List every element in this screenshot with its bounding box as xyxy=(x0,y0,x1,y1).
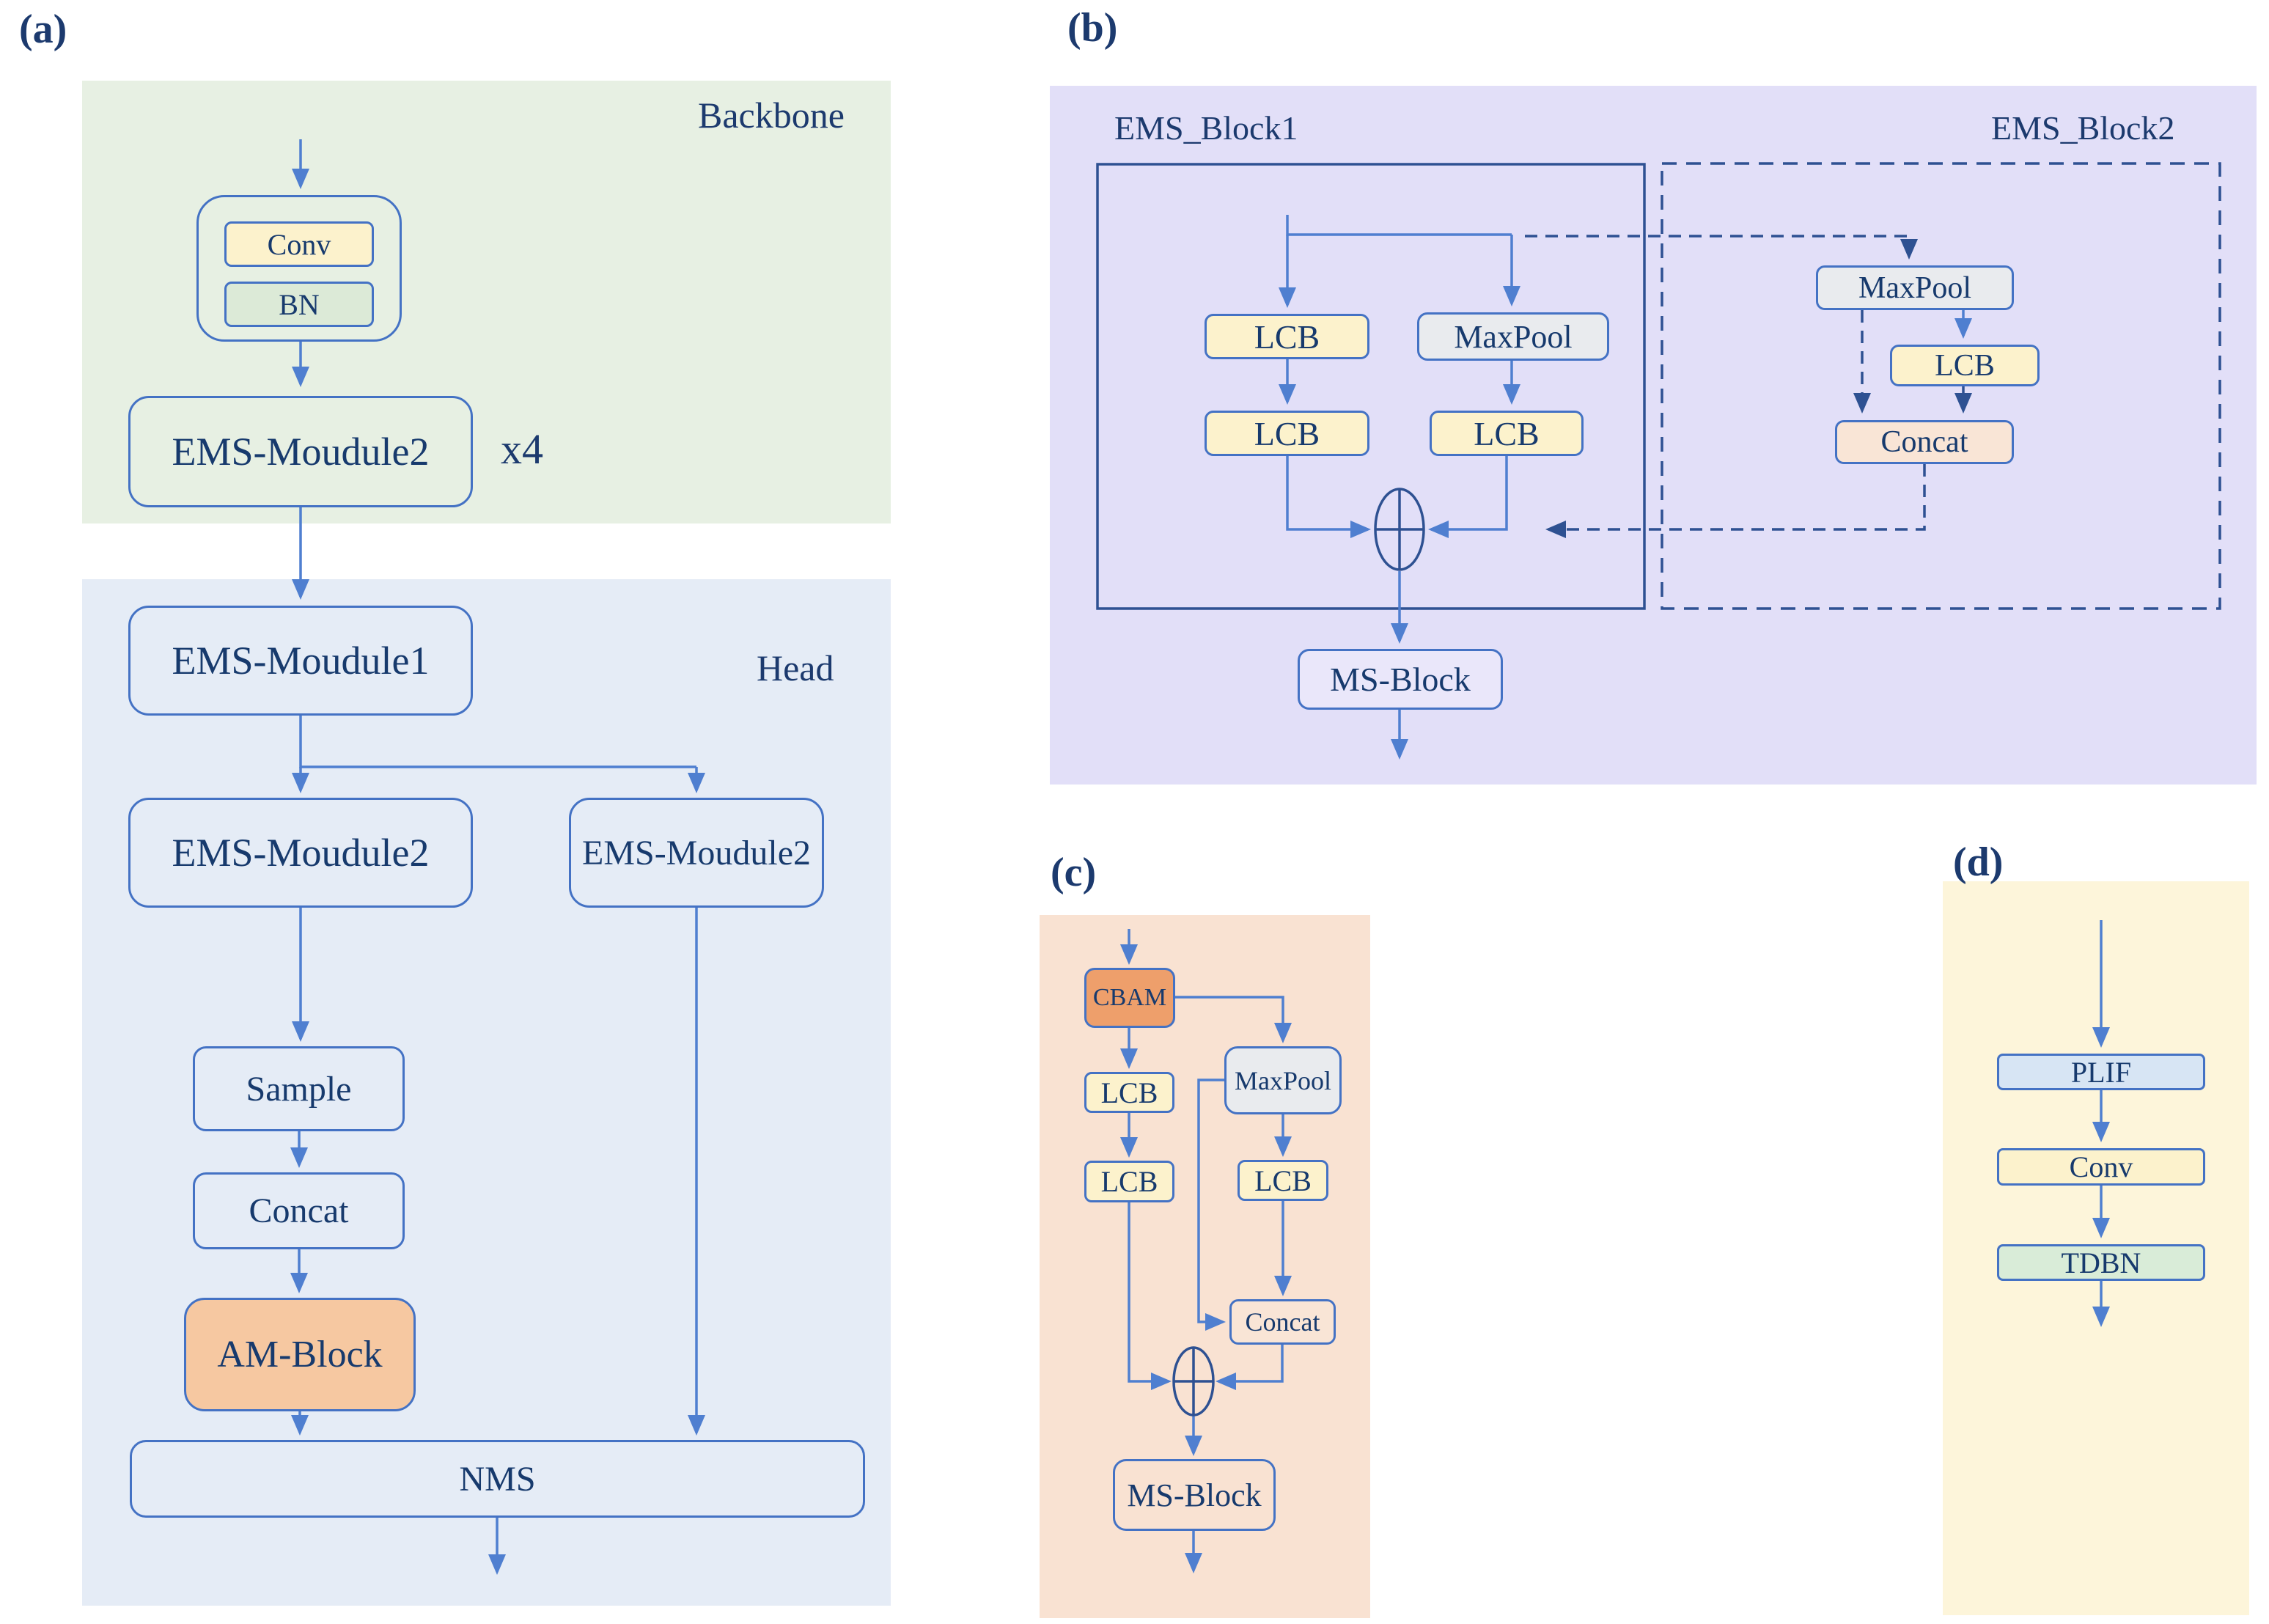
node-ems-module1: EMS-Moudule1 xyxy=(128,606,473,716)
node-b-lcb-left: LCB xyxy=(1205,411,1369,456)
node-concat-a: Concat xyxy=(193,1172,405,1249)
node-conv: Conv xyxy=(224,221,374,267)
node-c-ms-block: MS-Block xyxy=(1113,1459,1276,1531)
node-b2-concat: Concat xyxy=(1835,420,2014,464)
node-ems-module2-right: EMS-Moudule2 xyxy=(569,798,824,908)
panel-backbone xyxy=(82,81,891,523)
node-b-lcb-top: LCB xyxy=(1205,314,1369,359)
ems-block2-title: EMS_Block2 xyxy=(1991,109,2175,147)
node-c-cbam: CBAM xyxy=(1084,968,1175,1028)
node-b-ms-block: MS-Block xyxy=(1298,649,1503,710)
node-bn: BN xyxy=(224,282,374,327)
node-sample: Sample xyxy=(193,1046,405,1131)
head-title: Head xyxy=(757,647,834,688)
node-c-lcb2: LCB xyxy=(1084,1161,1174,1202)
node-am-block: AM-Block xyxy=(184,1298,416,1411)
node-b-maxpool: MaxPool xyxy=(1417,312,1609,361)
ems-block1-title: EMS_Block1 xyxy=(1114,109,1298,147)
node-c-lcb-right: LCB xyxy=(1238,1160,1328,1201)
backbone-title: Backbone xyxy=(698,95,845,136)
node-b-lcb-right: LCB xyxy=(1430,411,1584,456)
node-tdbn: TDBN xyxy=(1997,1244,2205,1281)
node-ems-module2-backbone: EMS-Moudule2 xyxy=(128,396,473,507)
repeat-count-label: x4 xyxy=(501,425,543,473)
node-nms: NMS xyxy=(130,1440,865,1518)
node-conv-d: Conv xyxy=(1997,1148,2205,1186)
node-c-maxpool: MaxPool xyxy=(1224,1046,1342,1114)
panel-c-label: (c) xyxy=(1051,850,1097,895)
node-plif: PLIF xyxy=(1997,1054,2205,1090)
node-c-concat: Concat xyxy=(1229,1299,1336,1345)
panel-b-label: (b) xyxy=(1067,5,1118,51)
panel-a-label: (a) xyxy=(19,7,67,52)
node-b2-maxpool: MaxPool xyxy=(1816,265,2014,310)
panel-d-label: (d) xyxy=(1953,839,2004,885)
node-c-lcb1: LCB xyxy=(1084,1072,1174,1113)
node-b2-lcb: LCB xyxy=(1890,345,2040,386)
node-ems-module2-left: EMS-Moudule2 xyxy=(128,798,473,908)
conv-bn-group xyxy=(196,195,402,342)
